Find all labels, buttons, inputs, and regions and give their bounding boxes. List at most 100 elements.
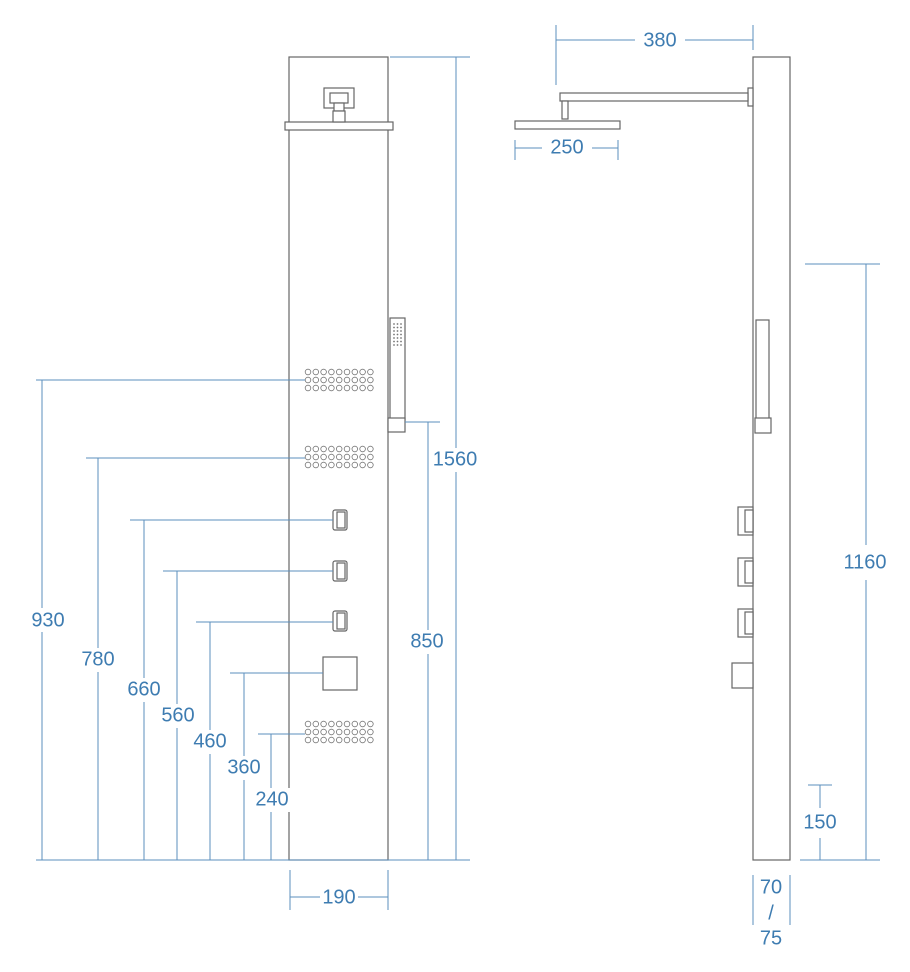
nozzle-hole (304, 720, 312, 728)
nozzle-hole (367, 376, 374, 384)
knob-icon (737, 608, 754, 638)
nozzle-hole (359, 461, 366, 469)
dim-250: 250 (550, 136, 583, 158)
nozzle-hole (367, 720, 374, 728)
nozzle-hole (343, 453, 351, 461)
mixer-control (322, 656, 358, 691)
dim-360: 360 (227, 756, 260, 778)
dim-780: 780 (81, 648, 114, 670)
dim-240: 240 (255, 788, 288, 810)
nozzle-hole (367, 728, 374, 736)
nozzle-grid (304, 368, 374, 392)
shower-arm-connector-icon (323, 87, 355, 123)
knob-icon (737, 557, 754, 587)
nozzle-hole (351, 384, 358, 392)
nozzle-hole (328, 736, 335, 744)
spray-hole (396, 333, 399, 336)
hand-shower-side (754, 319, 772, 434)
nozzle-hole (304, 384, 312, 392)
nozzle-hole (367, 384, 374, 392)
nozzle-hole (343, 736, 351, 744)
nozzle-hole (359, 720, 366, 728)
spray-hole (396, 344, 399, 346)
nozzle-hole (304, 368, 312, 376)
nozzle-hole (343, 376, 351, 384)
knob-icon (332, 610, 348, 632)
nozzle-hole (304, 376, 312, 384)
side-dimension-labels: 380 250 1160 150 70 / 75 (550, 29, 886, 949)
nozzle-hole (312, 368, 319, 376)
nozzle-hole (359, 736, 366, 744)
spray-hole (396, 340, 399, 343)
nozzle-hole (312, 461, 319, 469)
nozzle-hole (359, 728, 366, 736)
dim-930: 930 (31, 609, 64, 631)
dim-850: 850 (410, 630, 443, 652)
hand-shower-front (387, 317, 406, 433)
nozzle-hole (320, 736, 327, 744)
nozzle-hole (359, 368, 366, 376)
nozzle-hole (351, 720, 358, 728)
dim-190: 190 (322, 886, 355, 908)
nozzle-hole (328, 728, 335, 736)
nozzle-hole (336, 736, 343, 744)
nozzle-hole (351, 368, 358, 376)
nozzle-hole (312, 384, 319, 392)
side-view: 380 250 1160 150 70 / 75 (514, 25, 887, 949)
nozzle-hole (336, 720, 343, 728)
dim-150: 150 (803, 811, 836, 833)
dim-75: 75 (760, 927, 782, 949)
nozzle-hole (304, 453, 312, 461)
nozzle-hole (328, 720, 335, 728)
nozzle-hole (351, 736, 358, 744)
nozzle-hole (328, 376, 335, 384)
nozzle-hole (367, 368, 374, 376)
nozzle-hole (328, 368, 335, 376)
spray-hole (393, 333, 395, 336)
spray-hole (400, 326, 402, 329)
nozzle-hole (343, 720, 351, 728)
nozzle-hole (359, 445, 366, 453)
nozzle-hole (336, 376, 343, 384)
dim-1160: 1160 (843, 551, 886, 573)
nozzle-hole (367, 461, 374, 469)
spray-hole (396, 337, 399, 339)
mixer-side (731, 662, 754, 689)
nozzle-grid (304, 445, 374, 469)
spray-hole (396, 330, 399, 332)
nozzle-hole (343, 445, 351, 453)
spray-hole (400, 333, 402, 336)
nozzle-hole (320, 453, 327, 461)
arm-bracket (747, 87, 754, 107)
spray-hole (396, 323, 399, 325)
height-dimensions (36, 56, 470, 910)
side-knobs (731, 506, 754, 689)
nozzle-hole (304, 461, 312, 469)
knob-icon (332, 560, 348, 582)
nozzle-hole (312, 736, 319, 744)
nozzle-hole (367, 453, 374, 461)
nozzle-hole (343, 461, 351, 469)
nozzle-hole (320, 461, 327, 469)
spray-hole (393, 330, 395, 332)
nozzle-hole (320, 445, 327, 453)
nozzle-hole (336, 384, 343, 392)
knob-icon (737, 506, 754, 536)
nozzle-hole (304, 728, 312, 736)
dim-660: 660 (127, 678, 160, 700)
nozzle-hole (320, 384, 327, 392)
nozzle-hole (351, 376, 358, 384)
nozzle-hole (336, 368, 343, 376)
nozzle-hole (312, 445, 319, 453)
dim-separator: / (768, 902, 774, 924)
nozzle-hole (328, 445, 335, 453)
spray-hole (393, 340, 395, 343)
shower-arm (559, 92, 749, 102)
body-jet-nozzles (304, 368, 374, 744)
spray-hole (393, 326, 395, 329)
nozzle-hole (359, 384, 366, 392)
top-shelf (284, 121, 394, 131)
knob-icon (332, 509, 348, 531)
